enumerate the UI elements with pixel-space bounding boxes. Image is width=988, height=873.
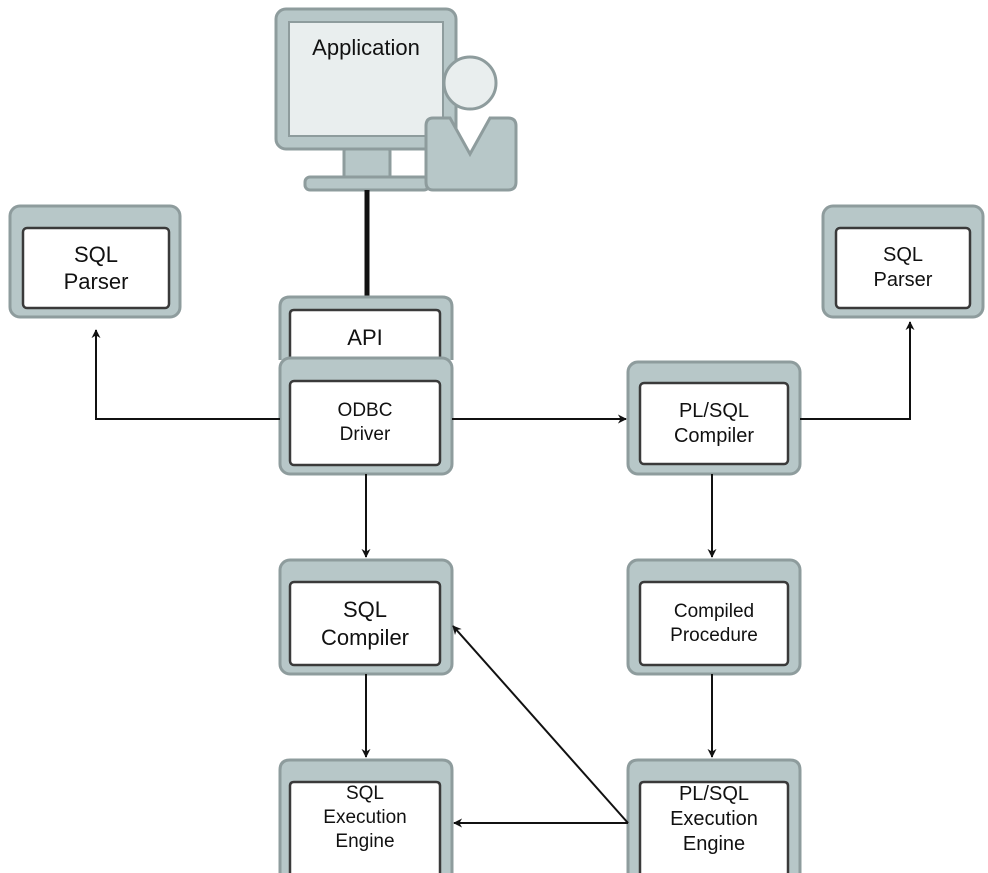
application-label: Application <box>312 35 420 61</box>
api-box <box>278 295 454 360</box>
sql-execution-engine-box <box>278 758 454 873</box>
sql-parser-left-box <box>8 204 182 319</box>
edge-plsql-compiler-to-sql-parser-right <box>800 321 915 420</box>
sql-compiler-box <box>278 558 454 676</box>
sql-parser-right-label: SQL Parser <box>873 244 933 291</box>
edge-plsql-engine-to-sql-compiler <box>452 625 629 824</box>
compiled-procedure-box <box>626 558 802 676</box>
person-icon <box>424 55 518 192</box>
sql-compiler-label: SQL Compiler <box>320 597 410 650</box>
odbc-driver-label: ODBC Driver <box>337 400 393 445</box>
api-label: API <box>347 325 383 351</box>
plsql-execution-engine-label: PL/SQL Execution Engine <box>670 783 758 855</box>
edge-odbc-to-sql-parser-left <box>91 329 280 420</box>
sql-parser-right-box <box>821 204 985 319</box>
plsql-execution-engine-box <box>626 758 802 873</box>
plsql-compiler-box <box>626 360 802 476</box>
sql-execution-engine-label: SQL Execution Engine <box>323 783 407 852</box>
odbc-driver-box <box>278 356 454 476</box>
compiled-procedure-label: Compiled Procedure <box>670 600 758 646</box>
sql-parser-left-label: SQL Parser <box>63 241 129 295</box>
plsql-compiler-label: PL/SQL Compiler <box>673 399 755 447</box>
application-computer <box>274 7 518 192</box>
